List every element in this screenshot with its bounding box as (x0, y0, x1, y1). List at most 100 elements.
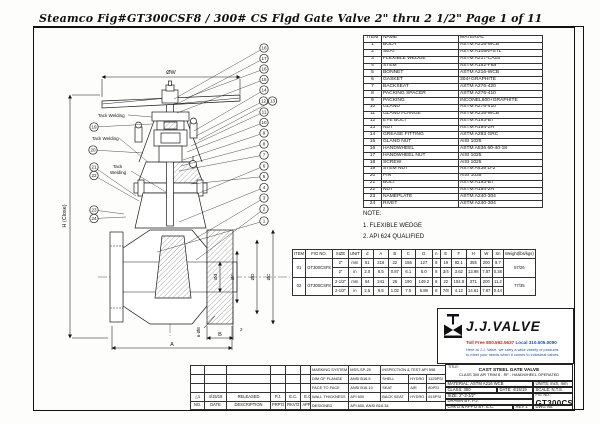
svg-text:23: 23 (91, 208, 97, 213)
date-cell: DATE: 4/15/19 (497, 387, 533, 393)
tack-welding-label-2: Tack Welding (92, 136, 119, 141)
cell: 14 (363, 131, 382, 140)
svg-text:14: 14 (261, 88, 267, 93)
cell: AISI 1025 (458, 159, 543, 167)
drawing-title-line2: CLASS 300 API TRIM 8 - RF - HANDWHEEL OP… (458, 371, 560, 377)
svg-text:18: 18 (261, 46, 267, 51)
cell: 4 (363, 62, 382, 71)
cell: AISI 1025 (458, 152, 543, 161)
cell: 13 (363, 124, 382, 133)
svg-text:12: 12 (261, 99, 267, 104)
cell: ASTM A193-B7 (458, 179, 543, 188)
svg-text:9: 9 (263, 131, 266, 136)
cell: ASTM A105N+STL (458, 48, 543, 57)
cell: 80PSI (426, 382, 447, 393)
dim-label-ow: ØW (166, 70, 176, 76)
cell: 14.61 (465, 285, 481, 296)
cell: 2.5 (360, 285, 374, 296)
cell: W (479, 248, 493, 260)
dim-label-d-bore: Ød (213, 274, 218, 281)
balloon-12 (258, 96, 269, 106)
balloon-24 (89, 213, 99, 224)
cell: 127 (414, 258, 433, 269)
cell: 64 (360, 276, 374, 287)
svg-text:3: 3 (263, 196, 266, 201)
svg-text:15: 15 (261, 77, 267, 82)
cell: 1125PSI (426, 373, 447, 384)
vendor-name: J.J.VALVE (466, 318, 541, 334)
cell: ANSI B16.10 (348, 382, 382, 393)
cell: 5 (363, 69, 382, 78)
cell: 155 (400, 258, 416, 269)
balloon-7 (259, 150, 269, 160)
cell (204, 373, 227, 384)
cell: 8 (431, 258, 441, 269)
title-block: TITLE: CAST STEEL GATE VALVE CLASS 300 A… (445, 364, 573, 381)
cell (285, 365, 302, 375)
class-cell: CLASS: 300 (445, 387, 497, 393)
cell: 0.44 (491, 285, 504, 296)
cell: 1.02 (387, 285, 402, 296)
cell: 0.38 (491, 267, 504, 278)
cell: STEM (381, 62, 459, 71)
cell: 190 (400, 276, 416, 287)
vendor-tagline-2: to meet your needs when it comes to indu… (466, 352, 560, 358)
cell: 6 (363, 76, 382, 85)
sheet-frame-outer (583, 27, 584, 409)
cell: 11 (363, 110, 382, 119)
cell: RELEASED (226, 391, 271, 402)
units-cell: UNITS: Inch, mm (533, 381, 573, 387)
cell: 8 (363, 90, 382, 99)
cell: 12 (363, 117, 382, 126)
balloon-leader-lines (92, 47, 273, 261)
page-number: Page 1 of 11 (466, 12, 543, 25)
svg-text:22: 22 (91, 173, 97, 178)
svg-text:10: 10 (261, 120, 267, 125)
cell: HYDRO (408, 373, 428, 384)
cell: SIZE (332, 248, 350, 260)
cell: 22 (363, 186, 382, 195)
cell: d (360, 248, 374, 260)
cell: 200 (479, 276, 493, 287)
cell: 5.88 (414, 285, 433, 296)
cell: 149.2 (414, 276, 433, 287)
cell: 8 (431, 285, 441, 296)
cell: ASTM A216-WCB (458, 110, 543, 119)
fig-no-label: FIG. NO.: (535, 393, 551, 397)
notes-block: NOTE: 1. FLEXIBLE WEDGE 2. API 624 QUALI… (363, 211, 424, 246)
cell: 10 (363, 103, 382, 112)
cell: 24 (363, 200, 382, 209)
balloon-19 (89, 122, 99, 132)
cell: 1 (363, 41, 382, 50)
cell: 2" (332, 267, 350, 278)
cell: ITEM (363, 35, 382, 43)
cell: 4/15/19 (204, 391, 227, 402)
rev-cell: REV 1 (513, 404, 533, 410)
note-item-1: 1. FLEXIBLE WEDGE (363, 222, 423, 229)
cell: ASTM A193-B7 (458, 117, 543, 126)
cell: 01 (291, 258, 307, 278)
cell: ASTM A439 D-2 (458, 165, 543, 174)
cell: 3 (363, 55, 382, 64)
valve-geometry (101, 80, 241, 325)
cell: 3/4 (439, 267, 452, 278)
cell (285, 382, 302, 393)
cell: P.J. (269, 391, 287, 402)
cell: MSS-SP-25 (348, 365, 382, 375)
cell: NUT (381, 186, 459, 195)
balloon-10 (259, 117, 269, 128)
cell: ANSI B16.5 (348, 373, 382, 384)
cell: 7 (363, 83, 382, 92)
cell: MATERIAL (458, 35, 543, 43)
balloon-16 (259, 64, 269, 74)
cell: 51 (360, 258, 374, 269)
balloon-9 (259, 128, 269, 138)
cell: 3.62 (450, 267, 467, 278)
cell: 815PSI (426, 391, 447, 402)
cell: NUT (381, 124, 459, 133)
balloon-1 (259, 216, 269, 226)
